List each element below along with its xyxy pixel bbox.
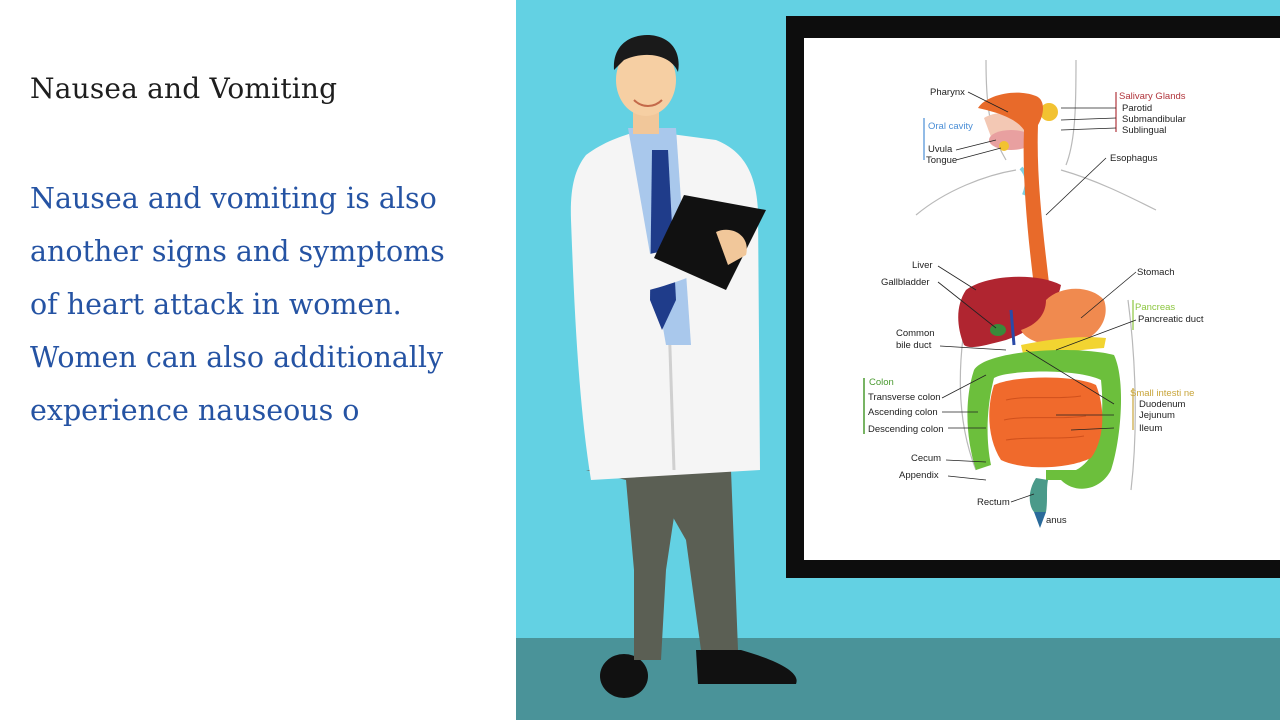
- colon-shape: [967, 350, 1122, 489]
- label-liver: Liver: [912, 260, 933, 271]
- left-shoe: [600, 654, 648, 698]
- label-appendix: Appendix: [899, 470, 939, 481]
- label-colon: Colon: [869, 377, 894, 388]
- label-tongue: Tongue: [926, 155, 957, 166]
- label-sublingual: Sublingual: [1122, 125, 1166, 136]
- label-gallbladder: Gallbladder: [881, 277, 930, 288]
- label-esophagus: Esophagus: [1110, 153, 1158, 164]
- label-pancreatic-duct: Pancreatic duct: [1138, 314, 1204, 325]
- label-submandibular: Submandibular: [1122, 114, 1186, 125]
- label-small-intestine: Small intesti ne: [1130, 388, 1194, 399]
- label-pancreas: Pancreas: [1135, 302, 1175, 313]
- hair: [613, 35, 679, 72]
- label-ileum: Ileum: [1139, 423, 1162, 434]
- label-transverse-colon: Transverse colon: [868, 392, 941, 403]
- label-cecum: Cecum: [911, 453, 941, 464]
- body-line-5: experience nauseous o: [30, 394, 360, 427]
- label-salivary-glands: Salivary Glands: [1119, 91, 1186, 102]
- illustration-scene: Pharynx Salivary Glands Parotid Submandi…: [516, 0, 1280, 720]
- label-duodenum: Duodenum: [1139, 399, 1186, 410]
- small-intestine-shape: [989, 377, 1103, 468]
- label-uvula: Uvula: [928, 144, 953, 155]
- slide-title: Nausea and Vomiting: [30, 72, 338, 105]
- anus-shape: [1034, 512, 1046, 528]
- clipboard: [654, 195, 766, 290]
- label-common-bile-duct-1: Common: [896, 328, 935, 339]
- label-common-bile-duct-2: bile duct: [896, 340, 932, 351]
- body-line-3: of heart attack in women.: [30, 288, 402, 321]
- slide-body: Nausea and vomiting is also another sign…: [30, 172, 500, 437]
- label-descending-colon: Descending colon: [868, 424, 944, 435]
- body-line-1: Nausea and vomiting is also: [30, 182, 437, 215]
- label-pharynx: Pharynx: [930, 87, 965, 98]
- rectum-shape: [1029, 478, 1048, 512]
- label-oral-cavity: Oral cavity: [928, 121, 973, 132]
- trousers: [586, 470, 681, 660]
- label-stomach: Stomach: [1137, 267, 1175, 278]
- text-panel: Nausea and Vomiting Nausea and vomiting …: [0, 0, 516, 720]
- label-ascending-colon: Ascending colon: [868, 407, 938, 418]
- liver-shape: [958, 276, 1061, 348]
- label-anus: anus: [1046, 515, 1067, 526]
- body-line-2: another signs and symptoms: [30, 235, 445, 268]
- head: [616, 44, 676, 116]
- esophagus-shape: [978, 92, 1051, 303]
- doctor-figure: [570, 35, 797, 698]
- label-jejunum: Jejunum: [1139, 410, 1175, 421]
- anatomy-board: Pharynx Salivary Glands Parotid Submandi…: [786, 16, 1280, 578]
- label-rectum: Rectum: [977, 497, 1010, 508]
- right-shoe: [696, 650, 797, 684]
- label-parotid: Parotid: [1122, 103, 1152, 114]
- gallbladder-shape: [990, 324, 1006, 336]
- body-line-4: Women can also additionally: [30, 341, 444, 374]
- stomach-shape: [1021, 288, 1106, 346]
